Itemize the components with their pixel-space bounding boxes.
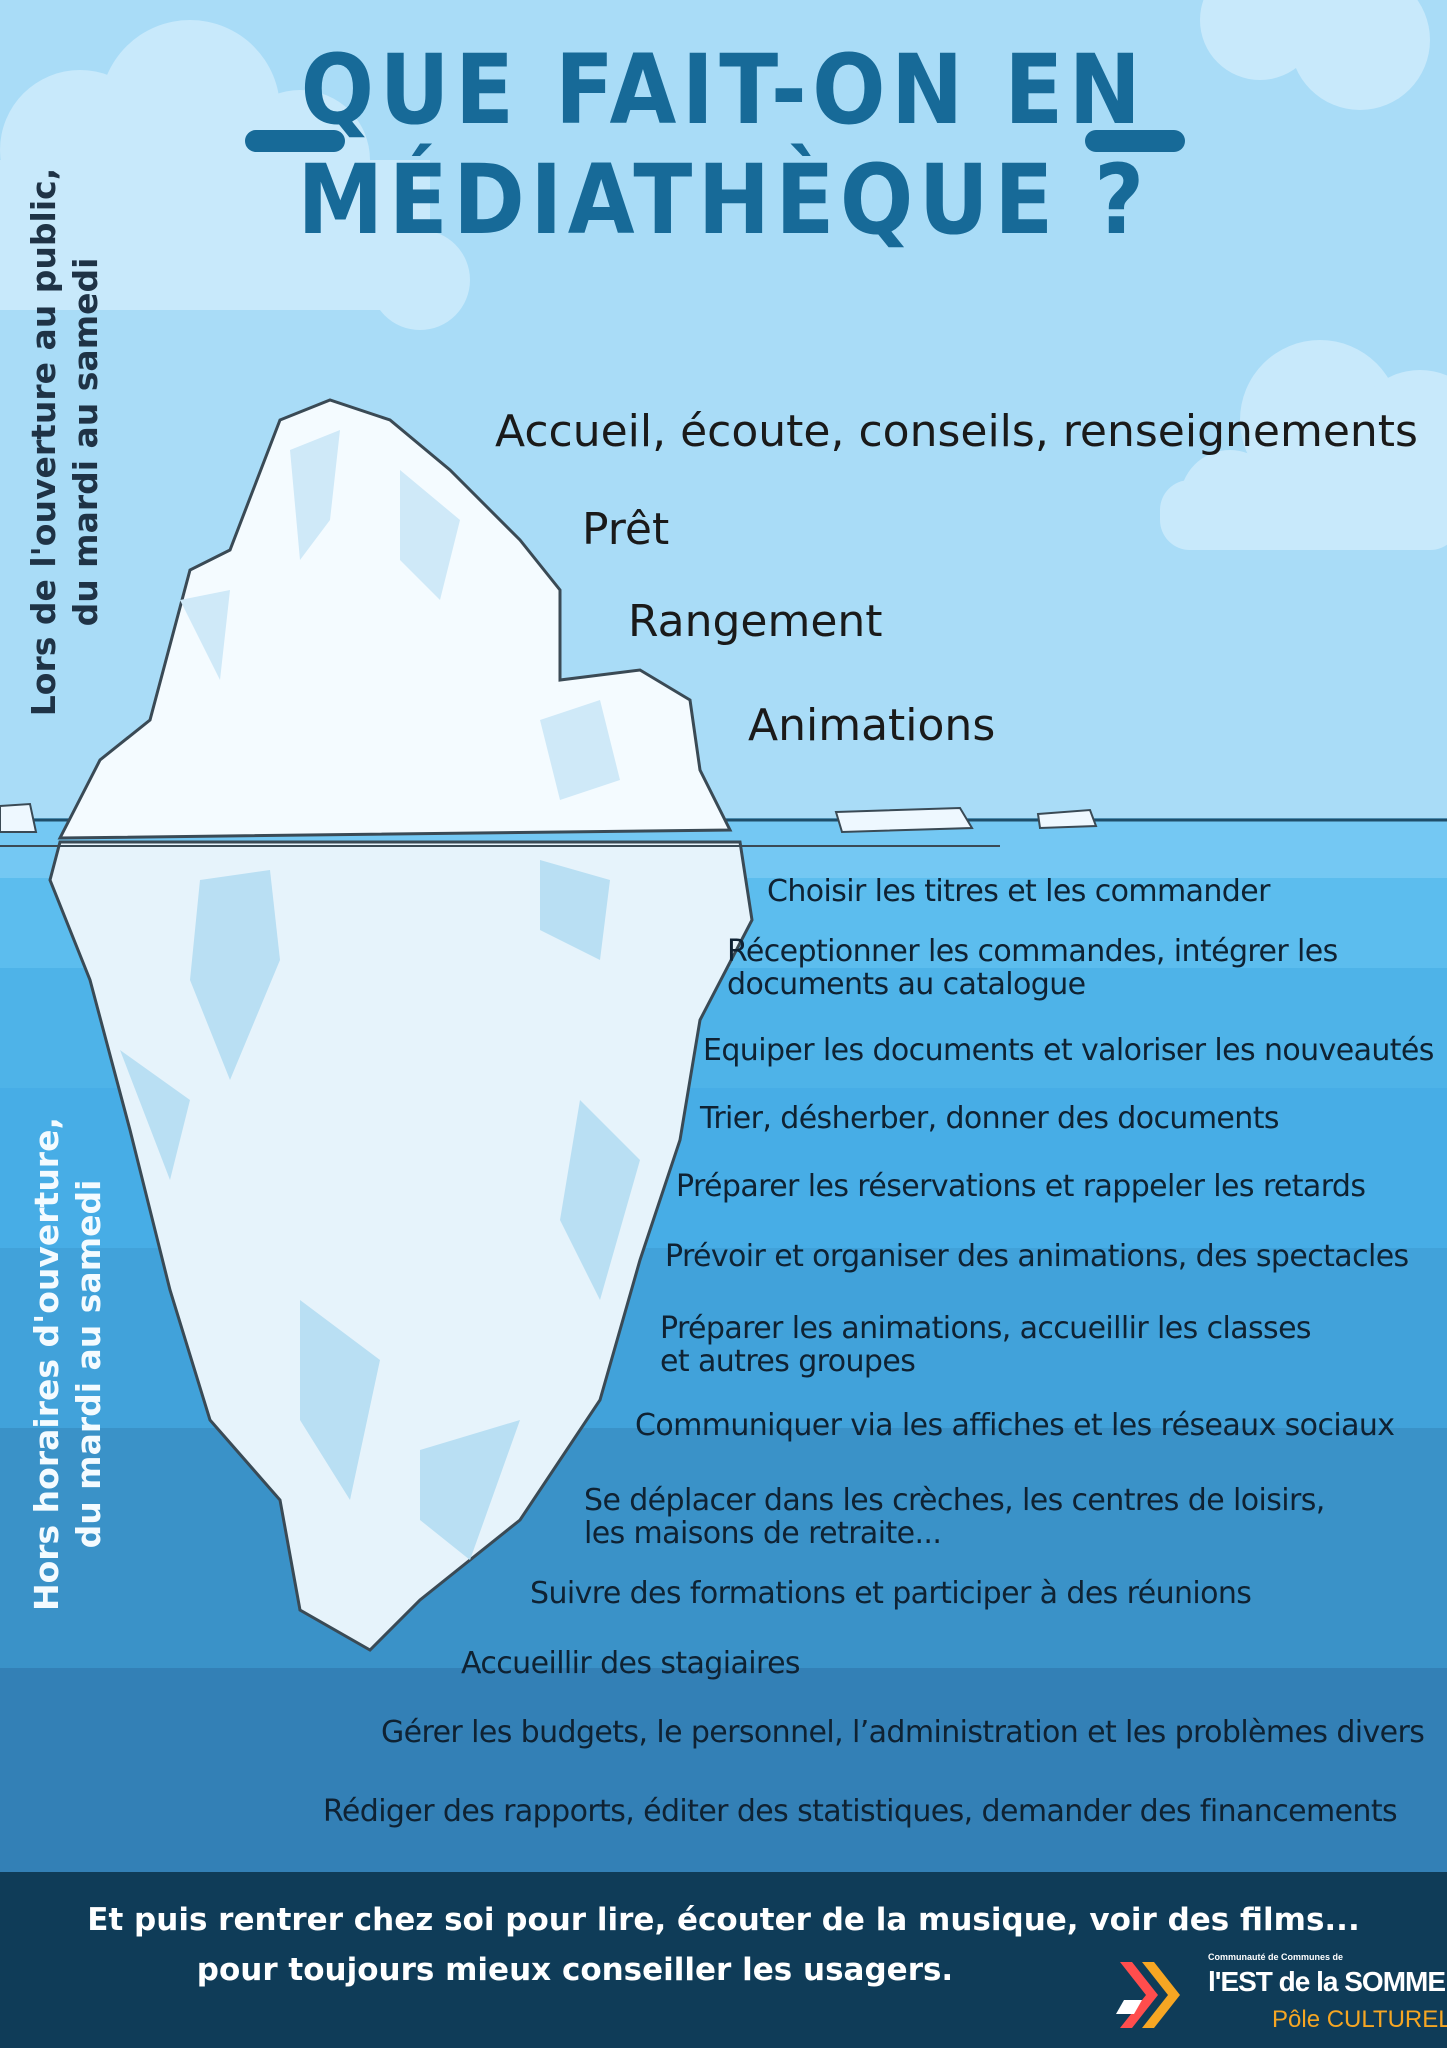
- side-label-off-hours: Hors horaires d'ouverture, du mardi au s…: [26, 1064, 110, 1664]
- footer-text-line2: pour toujours mieux conseiller les usage…: [196, 1952, 954, 1988]
- hidden-task-reservations: Préparer les réservations et rappeler le…: [676, 1169, 1366, 1204]
- hidden-task-travel-2: les maisons de retraite...: [584, 1516, 942, 1551]
- hidden-task-reports: Rédiger des rapports, éditer des statist…: [323, 1794, 1398, 1829]
- side-label-off-hours-line1: Hors horaires d'ouverture,: [27, 1116, 66, 1612]
- visible-task-reception: Accueil, écoute, conseils, renseignement…: [495, 406, 1418, 457]
- side-label-public-hours: Lors de l'ouverture au public, du mardi …: [23, 162, 107, 722]
- hidden-task-equip-documents: Equiper les documents et valoriser les n…: [703, 1033, 1434, 1068]
- hidden-task-training: Suivre des formations et participer à de…: [530, 1576, 1252, 1611]
- hidden-task-travel-1: Se déplacer dans les crèches, les centre…: [584, 1483, 1325, 1518]
- hidden-task-sort-documents: Trier, désherber, donner des documents: [700, 1101, 1280, 1136]
- title-dash-left: [245, 130, 345, 152]
- side-label-public-hours-line1: Lors de l'ouverture au public,: [24, 167, 63, 717]
- visible-task-loan: Prêt: [582, 504, 670, 555]
- side-label-public-hours-line2: du mardi au samedi: [66, 257, 105, 627]
- logo-sub-text: Pôle CULTUREL: [1272, 2006, 1447, 2033]
- hidden-task-communicate: Communiquer via les affiches et les rése…: [635, 1408, 1395, 1443]
- hidden-task-prepare-events-2: et autres groupes: [660, 1344, 916, 1379]
- page-title-line2: MÉDIATHÈQUE ?: [297, 144, 1150, 256]
- visible-task-events: Animations: [748, 700, 996, 751]
- hidden-task-select-titles: Choisir les titres et les commander: [767, 874, 1270, 909]
- hidden-task-prepare-events-1: Préparer les animations, accueillir les …: [660, 1311, 1312, 1346]
- cloud-top-left: [0, 20, 470, 330]
- logo-main-text: l'EST de la SOMME: [1208, 1966, 1446, 1997]
- cloud-right: [1160, 340, 1447, 550]
- page-title-line1: QUE FAIT-ON EN: [300, 34, 1147, 146]
- cloud-top-right: [1200, 0, 1430, 110]
- title-dash-right: [1085, 130, 1185, 152]
- side-label-off-hours-line2: du mardi au samedi: [69, 1179, 108, 1549]
- visible-task-shelving: Rangement: [628, 596, 883, 647]
- hidden-task-interns: Accueillir des stagiaires: [461, 1646, 801, 1681]
- hidden-task-plan-events: Prévoir et organiser des animations, des…: [665, 1239, 1409, 1274]
- hidden-task-receive-orders-1: Réceptionner les commandes, intégrer les: [727, 934, 1338, 969]
- logo-small-text: Communauté de Communes de: [1208, 1952, 1344, 1962]
- chevron-arrows-icon: [1116, 1962, 1180, 2028]
- hidden-task-receive-orders-2: documents au catalogue: [727, 967, 1086, 1002]
- footer-banner: Et puis rentrer chez soi pour lire, écou…: [0, 1872, 1447, 2048]
- footer-text-line1: Et puis rentrer chez soi pour lire, écou…: [87, 1902, 1360, 1938]
- organization-logo: Communauté de Communes de l'EST de la SO…: [1112, 1950, 1447, 2042]
- hidden-task-management: Gérer les budgets, le personnel, l’admin…: [381, 1715, 1425, 1750]
